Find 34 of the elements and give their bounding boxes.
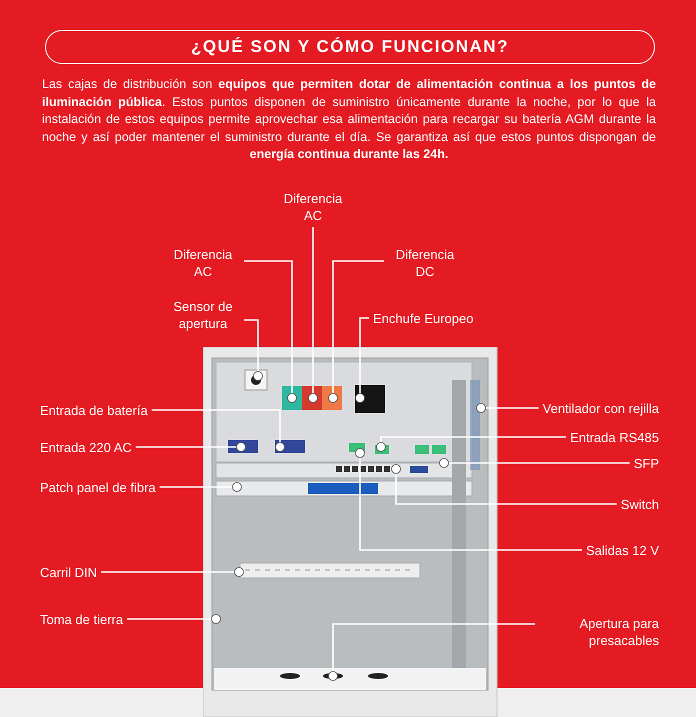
- leader-line: [160, 482, 242, 492]
- leader-line: [152, 409, 285, 452]
- callout-label: Entrada 220 AC: [40, 439, 132, 456]
- callout-label: Sensor de apertura: [166, 298, 240, 332]
- leader-line: [376, 436, 566, 452]
- callout-label: Patch panel de fibra: [40, 479, 156, 496]
- callout-label: Switch: [620, 496, 659, 513]
- title-banner: ¿QUÉ SON Y CÓMO FUNCIONAN?: [45, 30, 655, 64]
- callout-label: Diferencia AC: [166, 246, 240, 280]
- callout-label: Diferencia AC: [276, 190, 350, 224]
- leader-line: [244, 260, 297, 403]
- callout-label: Enchufe Europeo: [373, 310, 474, 327]
- callout-label: Entrada RS485: [570, 429, 659, 446]
- leader-line: [244, 319, 263, 381]
- leader-line: [355, 317, 369, 403]
- leader-line: [127, 614, 221, 624]
- callout-label: Apertura para presacables: [539, 615, 659, 649]
- intro-paragraph: Las cajas de distribución son equipos que permiten dotar de alimentación continua a los puntos de iluminación pública. Estos puntos disponen de suministro únicamente durante la noche, por lo que la instalación de estos equipos permite aprovechar esa alimentación para recargar su batería AGM durante la noche y así poder mantener el suministro durante el día. Se garantiza así que estos puntos dispongan de energía continua durante las 24h.: [42, 76, 656, 163]
- callout-label: Ventilador con rejilla: [542, 400, 659, 417]
- leader-line: [476, 403, 539, 413]
- callout-label: Diferencia DC: [388, 246, 462, 280]
- leader-line: [439, 458, 630, 468]
- leader-line: [328, 623, 535, 681]
- callout-label: Entrada de batería: [40, 402, 148, 419]
- leader-line: [355, 448, 582, 551]
- leader-line: [136, 442, 246, 452]
- leader-line: [328, 260, 384, 403]
- callout-label: Carril DIN: [40, 564, 98, 581]
- leader-line: [101, 567, 244, 577]
- callout-label: Salidas 12 V: [586, 542, 659, 559]
- leader-line: [391, 464, 617, 505]
- leader-line: [308, 227, 318, 403]
- callout-label: Toma de tierra: [40, 611, 124, 628]
- callout-label: SFP: [634, 455, 659, 472]
